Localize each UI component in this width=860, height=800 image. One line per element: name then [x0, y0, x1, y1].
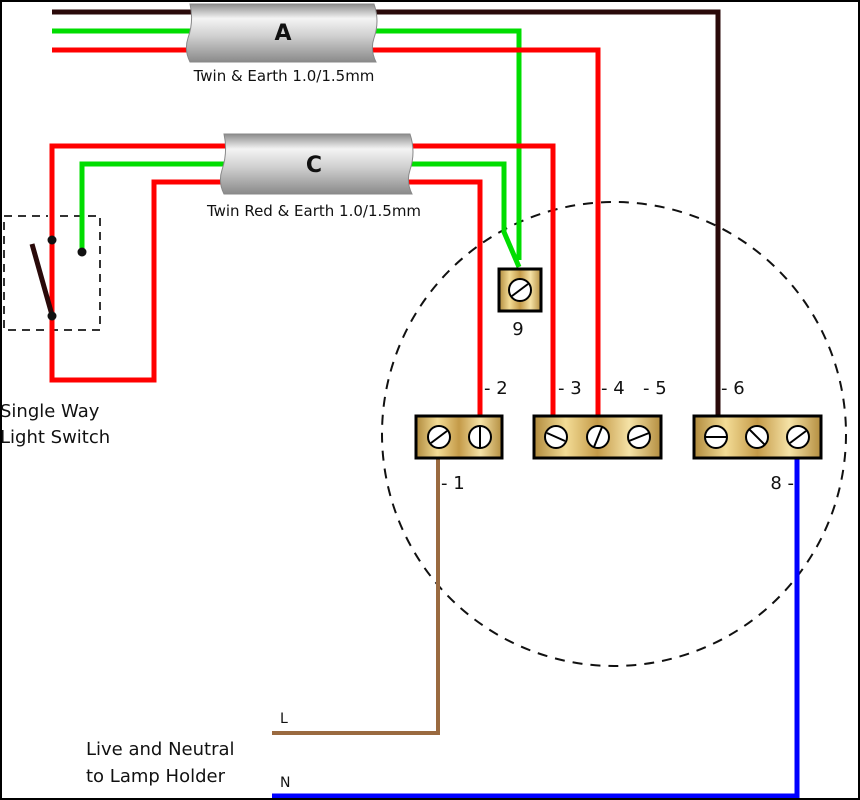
terminal-label-9: 9 [512, 319, 523, 340]
terminal-label-2: - 2 [484, 378, 508, 399]
lamp-label-line2: to Lamp Holder [86, 766, 226, 787]
screw-icon [789, 430, 807, 444]
cable-c-letter: C [306, 153, 322, 178]
lamp-label-line1: Live and Neutral [86, 739, 235, 760]
cable-c: C Twin Red & Earth 1.0/1.5mm [206, 133, 421, 220]
wire-c-red-2 [49, 179, 483, 418]
terminal-9-block [497, 267, 543, 313]
cable-a-caption: Twin & Earth 1.0/1.5mm [193, 67, 375, 85]
screw-icon [430, 430, 448, 444]
switch-label-line2: Light Switch [2, 427, 110, 448]
terminal-label-8: 8 - [770, 473, 794, 494]
terminal-label-1: - 1 [441, 473, 465, 494]
switch-label-line1: Single Way [2, 401, 100, 422]
wire-a-red [52, 47, 601, 418]
screw-icon [546, 432, 566, 442]
ceiling-rose-outline [381, 201, 847, 667]
terminal-label-3: - 3 [558, 378, 582, 399]
terminal-label-4: - 4 [601, 378, 625, 399]
wire-live-brown [272, 458, 440, 735]
neutral-label: N [280, 775, 290, 791]
cable-a: A Twin & Earth 1.0/1.5mm [185, 3, 378, 85]
terminal-block-middle [532, 414, 663, 460]
terminal-label-5: - 5 [643, 378, 667, 399]
switch-contacts [29, 200, 87, 321]
screw-icon [628, 432, 650, 442]
terminal-label-6: - 6 [721, 378, 745, 399]
screw-icon [511, 283, 529, 297]
wire-c-green [79, 161, 522, 268]
switch-lever [29, 243, 55, 316]
wire-neutral-blue [272, 458, 800, 798]
cable-c-caption: Twin Red & Earth 1.0/1.5mm [206, 202, 421, 220]
terminal-block-right [692, 414, 823, 460]
live-label: L [280, 711, 288, 727]
screw-icon [593, 426, 603, 448]
cable-a-letter: A [274, 21, 291, 46]
screw-icon [748, 428, 766, 446]
terminal-block-left [414, 414, 504, 460]
